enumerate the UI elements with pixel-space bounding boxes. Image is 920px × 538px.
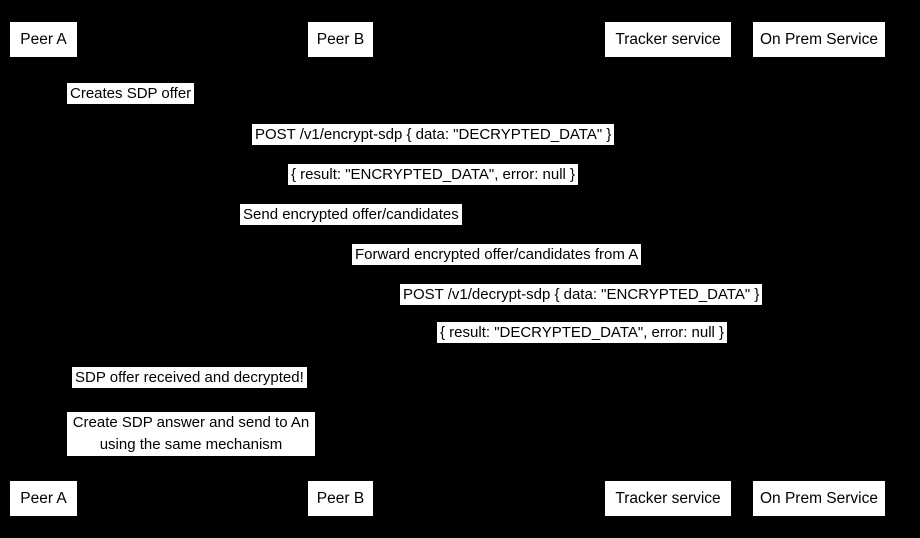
message-encrypt-sdp-request: POST /v1/encrypt-sdp { data: "DECRYPTED_… [252, 124, 615, 145]
actor-on-prem-service-top: On Prem Service [753, 22, 885, 57]
message-encrypt-sdp-response: { result: "ENCRYPTED_DATA", error: null … [288, 164, 579, 185]
message-decrypt-sdp-request: POST /v1/decrypt-sdp { data: "ENCRYPTED_… [400, 284, 763, 305]
note-sdp-offer-received: SDP offer received and decrypted! [72, 367, 307, 388]
note-creates-sdp-offer: Creates SDP offer [67, 83, 195, 104]
actor-peer-b-top: Peer B [308, 22, 373, 57]
actor-on-prem-service-bottom: On Prem Service [753, 481, 885, 516]
message-forward-encrypted-offer: Forward encrypted offer/candidates from … [352, 244, 642, 265]
message-send-encrypted-offer: Send encrypted offer/candidates [240, 204, 462, 225]
note-create-sdp-answer-line-2: using the same mechanism [99, 436, 283, 453]
actor-tracker-service-top: Tracker service [605, 22, 731, 57]
actor-peer-b-bottom: Peer B [308, 481, 373, 516]
message-decrypt-sdp-response: { result: "DECRYPTED_DATA", error: null … [437, 322, 728, 343]
actor-peer-a-top: Peer A [10, 22, 77, 57]
note-create-sdp-answer: Create SDP answer and send to An using t… [67, 412, 315, 456]
actor-tracker-service-bottom: Tracker service [605, 481, 731, 516]
note-create-sdp-answer-line-1: Create SDP answer and send to An [72, 414, 310, 431]
actor-peer-a-bottom: Peer A [10, 481, 77, 516]
